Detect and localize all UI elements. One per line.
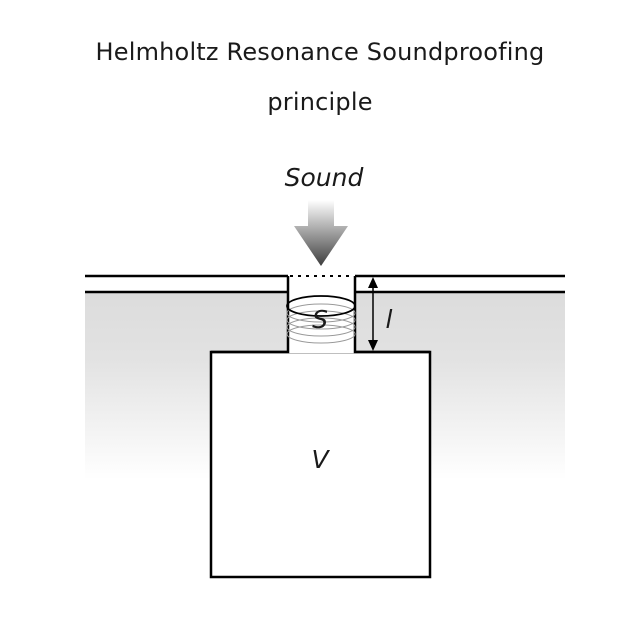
air-mass-rings bbox=[286, 303, 356, 344]
neck-cross-section bbox=[286, 295, 356, 317]
neck-wall-left bbox=[211, 276, 290, 354]
diagram-subtitle: principle bbox=[267, 88, 373, 116]
cavity-volume-label: V bbox=[311, 445, 330, 474]
neck-area-label: S bbox=[312, 305, 328, 334]
diagram-title: Helmholtz Resonance Soundproofing bbox=[95, 38, 545, 66]
sound-label: Sound bbox=[285, 163, 364, 192]
sound-arrow-icon bbox=[294, 200, 348, 266]
resonator-cavity bbox=[209, 350, 432, 579]
neck-length-label: l bbox=[386, 305, 393, 334]
neck-length-arrow-icon bbox=[368, 277, 378, 351]
neck-wall-right bbox=[353, 276, 430, 354]
